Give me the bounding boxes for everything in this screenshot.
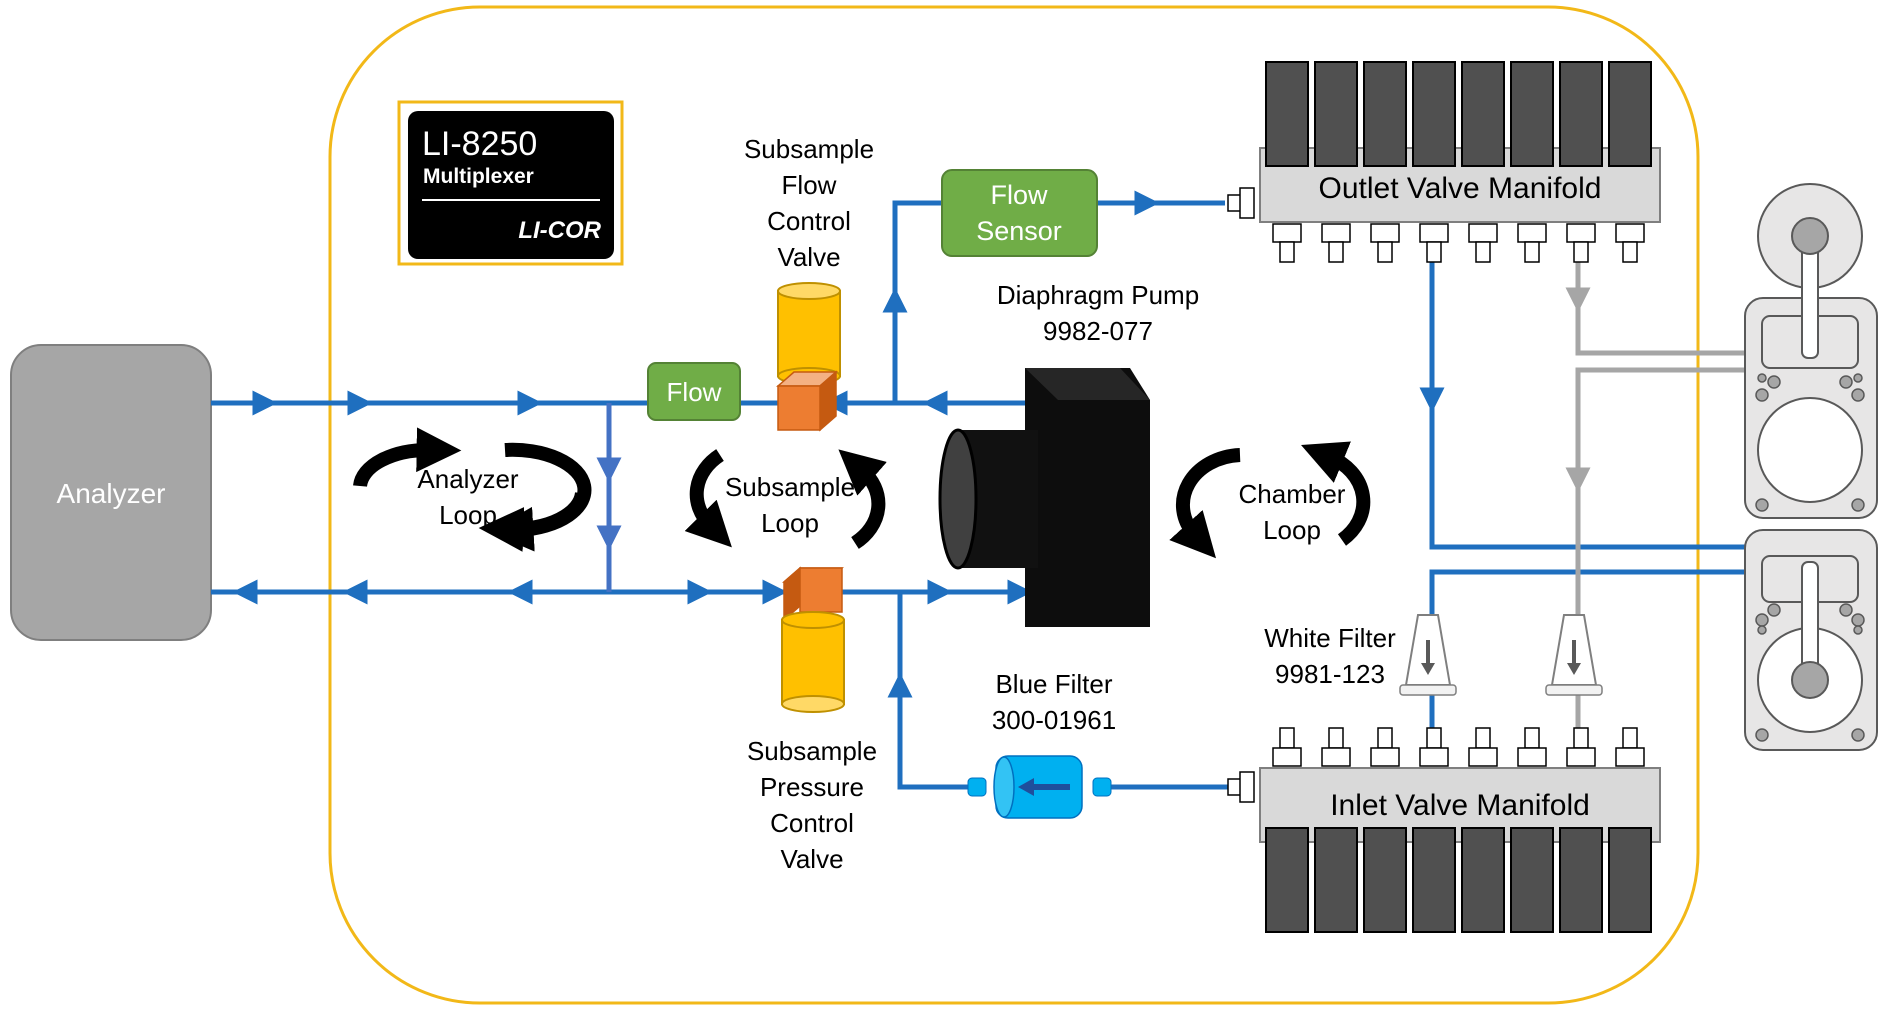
chamber-loop-label-1: Chamber (1239, 479, 1346, 509)
chamber-loop-label-2: Loop (1263, 515, 1321, 545)
inlet-port (1272, 727, 1302, 767)
inlet-valve-block (1265, 827, 1309, 933)
spv-label-2: Pressure (760, 772, 864, 802)
sfv-label-1: Subsample (744, 134, 874, 164)
outlet-manifold-label: Outlet Valve Manifold (1319, 172, 1602, 205)
outlet-valve-block (1363, 61, 1407, 167)
outlet-port (1370, 223, 1400, 263)
outlet-port (1566, 223, 1596, 263)
outlet-port (1419, 223, 1449, 263)
spv-label-4: Valve (780, 844, 843, 874)
subsample-flow-valve (776, 282, 841, 432)
outlet-port (1517, 223, 1547, 263)
tubing-gray (1575, 232, 1768, 746)
outlet-valve-block (1559, 61, 1603, 167)
analyzer-loop-label-1: Analyzer (417, 464, 518, 494)
blue-filter (967, 755, 1112, 819)
analyzer-loop-arrow-bottom (478, 491, 589, 552)
logo-product: Multiplexer (423, 165, 534, 188)
outlet-valve-block (1265, 61, 1309, 167)
diaphragm-pump (938, 368, 1150, 627)
tubing-blue (211, 200, 1768, 790)
sfv-label-2: Flow (782, 170, 837, 200)
white-filter-2 (1545, 614, 1603, 696)
inlet-valve-block (1559, 827, 1603, 933)
blue-filter-label: Blue Filter 300-01961 (992, 669, 1116, 735)
subsample-pressure-valve (781, 566, 845, 713)
inlet-valve-manifold: Inlet Valve Manifold (1227, 727, 1661, 933)
white-filter-label: White Filter 9981-123 (1264, 623, 1396, 689)
pump-label-2: 9982-077 (1043, 316, 1153, 346)
inlet-valve-block (1510, 827, 1554, 933)
subsample-loop-label-1: Subsample (725, 472, 855, 502)
outlet-valve-block (1314, 61, 1358, 167)
outlet-valve-block (1608, 61, 1652, 167)
flow-sensor: Flow Sensor (941, 169, 1098, 257)
analyzer-loop: Analyzer Loop (353, 427, 592, 552)
chamber-2 (1744, 529, 1878, 751)
inlet-port (1370, 727, 1400, 767)
white-filter-label-2: 9981-123 (1275, 659, 1385, 689)
analyzer-label: Analyzer (57, 478, 166, 509)
outlet-port (1321, 223, 1351, 263)
subsample-flow-valve-label: Subsample Flow Control Valve (744, 134, 874, 272)
inlet-port (1517, 727, 1547, 767)
inlet-ports (1272, 727, 1645, 767)
white-filter-label-1: White Filter (1264, 623, 1396, 653)
subsample-loop-arrow-left (684, 449, 732, 548)
inlet-valve-blocks (1265, 827, 1652, 933)
analyzer-loop-arrow-top (353, 427, 462, 488)
chamber-loop-arrow-left (1169, 448, 1241, 559)
logo-brand: LI-COR (518, 217, 601, 244)
logo-model: LI-8250 (422, 125, 537, 163)
flow-sensor-label-2: Sensor (976, 216, 1062, 246)
inlet-port (1468, 727, 1498, 767)
inlet-port (1615, 727, 1645, 767)
outlet-valve-block (1461, 61, 1505, 167)
subsample-pressure-valve-label: Subsample Pressure Control Valve (747, 736, 877, 874)
multiplexer-enclosure (328, 5, 1700, 1005)
spv-label-1: Subsample (747, 736, 877, 766)
flow-meter-small: Flow (647, 362, 741, 421)
chamber-loop: Chamber Loop (1169, 441, 1371, 559)
outlet-valve-block (1510, 61, 1554, 167)
outlet-port (1615, 223, 1645, 263)
inlet-manifold-label: Inlet Valve Manifold (1330, 789, 1590, 822)
chamber-loop-arrow-right (1301, 441, 1371, 546)
outlet-ports (1272, 223, 1645, 263)
inlet-valve-block (1412, 827, 1456, 933)
inlet-port (1419, 727, 1449, 767)
subsample-loop-label-2: Loop (761, 508, 819, 538)
outlet-port (1272, 223, 1302, 263)
outlet-valve-blocks (1265, 61, 1652, 167)
flow-arrows (232, 190, 1445, 705)
analyzer-box: Analyzer (10, 344, 212, 641)
inlet-valve-block (1363, 827, 1407, 933)
outlet-valve-manifold: Outlet Valve Manifold (1227, 61, 1661, 263)
inlet-port (1566, 727, 1596, 767)
inlet-valve-block (1608, 827, 1652, 933)
subsample-loop: Subsample Loop (684, 449, 887, 549)
blue-filter-label-1: Blue Filter (995, 669, 1112, 699)
sfv-label-3: Control (767, 206, 851, 236)
subsample-loop-arrow-right (838, 449, 887, 549)
sfv-label-4: Valve (777, 242, 840, 272)
diaphragm-pump-label: Diaphragm Pump 9982-077 (997, 280, 1199, 346)
outlet-port (1468, 223, 1498, 263)
inlet-valve-block (1461, 827, 1505, 933)
licor-logo: LI-8250 Multiplexer LI-COR (397, 100, 624, 266)
flow-sensor-label-1: Flow (990, 180, 1048, 210)
inlet-valve-block (1314, 827, 1358, 933)
blue-filter-label-2: 300-01961 (992, 705, 1116, 735)
outlet-valve-block (1412, 61, 1456, 167)
chamber-1 (1744, 183, 1878, 519)
inlet-port (1321, 727, 1351, 767)
spv-label-3: Control (770, 808, 854, 838)
analyzer-loop-label-2: Loop (439, 500, 497, 530)
pump-label-1: Diaphragm Pump (997, 280, 1199, 310)
flow-small-label: Flow (667, 377, 722, 407)
white-filter-1 (1399, 614, 1457, 696)
